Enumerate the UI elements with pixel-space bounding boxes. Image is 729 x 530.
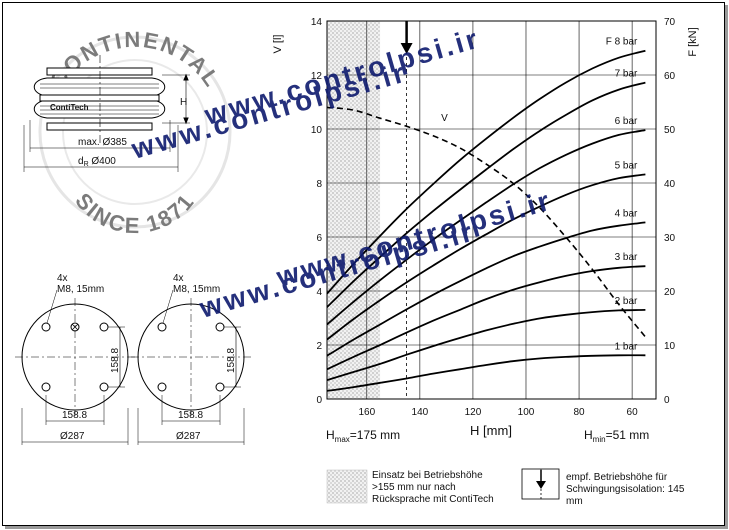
contitech-logo: ContiTech — [50, 103, 89, 112]
x-tick-label: 100 — [518, 407, 535, 418]
volume-curve-label: V — [441, 113, 448, 124]
restricted-height-region — [327, 21, 381, 399]
y-left-tick-label: 8 — [316, 179, 322, 190]
flange-left-holes-count: 4x — [57, 273, 68, 284]
flange-right-dim-diameter: Ø287 — [176, 431, 201, 442]
chart-series: 1 bar 2 bar 3 bar 4 bar 5 bar 6 bar 7 bar F 8 b… — [326, 37, 647, 392]
y-right-tick-label: 70 — [664, 17, 676, 28]
y-right-tick-label: 10 — [664, 341, 676, 352]
x-tick-label: 160 — [358, 407, 375, 418]
svg-text:SINCE 1871: SINCE 1871 — [70, 188, 199, 238]
y-left-tick-label: 4 — [316, 287, 322, 298]
legend-hatch-line-1: Einsatz bei Betriebshöhe — [372, 470, 483, 481]
air-spring-side-view — [23, 55, 190, 172]
legend-hatch-line-2: >155 mm nur nach — [372, 482, 456, 493]
height-label: H — [180, 97, 187, 108]
y-right-tick-label: 30 — [664, 233, 676, 244]
force-curve-2 — [326, 309, 646, 381]
force-curve-label-1: 1 bar — [615, 341, 638, 352]
y-right-tick-label: 50 — [664, 125, 676, 136]
force-curve-4 — [326, 221, 646, 357]
force-curve-label-6: 6 bar — [615, 116, 638, 127]
flange-right-holes-count: 4x — [173, 273, 184, 284]
x-tick-label: 140 — [412, 407, 429, 418]
force-curve-1 — [326, 354, 646, 392]
x-axis-label: H [mm] — [470, 423, 512, 438]
y-left-tick-label: 10 — [311, 125, 323, 136]
force-curve-label-4: 4 bar — [615, 208, 638, 219]
y-right-tick-label: 0 — [664, 395, 670, 406]
flange-view-right — [131, 289, 251, 445]
force-curve-3 — [326, 265, 646, 371]
y-right-tick-label: 20 — [664, 287, 676, 298]
force-curve-label-2: 2 bar — [615, 296, 638, 307]
hmax-label: Hmax=175 mm — [326, 428, 400, 444]
y-left-tick-label: 2 — [316, 341, 322, 352]
flange-left-dim-diameter: Ø287 — [60, 431, 85, 442]
y-right-tick-label: 40 — [664, 179, 676, 190]
legend-arrow-line-1: empf. Betriebshöhe für — [566, 472, 668, 483]
y-axis-left-label: V [l] — [272, 35, 284, 54]
flange-view-left — [15, 289, 135, 445]
plot-frame — [326, 20, 657, 400]
flange-right-dim-horizontal: 158.8 — [178, 410, 203, 421]
y-left-tick-label: 0 — [316, 395, 322, 406]
hmin-label: Hmin=51 mm — [584, 428, 649, 444]
flange-right-holes-thread: M8, 15mm — [173, 284, 220, 295]
legend-arrow-line-3: mm — [566, 496, 583, 507]
force-curve-label-8: F 8 bar — [606, 37, 638, 48]
flange-left-holes-thread: M8, 15mm — [57, 284, 104, 295]
y-right-tick-label: 60 — [664, 71, 676, 82]
recommended-height-arrowhead — [400, 43, 413, 54]
legend-arrow-line-2: Schwingungsisolation: 145 — [566, 484, 685, 495]
dr-diameter-label: dR Ø400 — [78, 156, 116, 168]
y-left-tick-label: 6 — [316, 233, 322, 244]
flange-left-dim-horizontal: 158.8 — [62, 410, 87, 421]
x-tick-label: 60 — [627, 407, 639, 418]
force-curve-5 — [326, 173, 646, 341]
force-curve-7 — [326, 81, 646, 308]
y-left-tick-label: 14 — [311, 17, 323, 28]
chart-legend: Einsatz bei Betriebshöhe >155 mm nur nac… — [326, 468, 685, 507]
legend-hatch-line-3: Rücksprache mit ContiTech — [372, 494, 494, 505]
chart-grid — [327, 21, 656, 399]
force-curve-label-7: 7 bar — [615, 69, 638, 80]
volume-curve — [326, 106, 647, 338]
legend-hatch-swatch — [326, 469, 368, 504]
y-left-tick-label: 12 — [311, 71, 323, 82]
flange-left-dim-vertical: 158.8 — [110, 348, 121, 373]
force-curve-8 — [326, 49, 646, 295]
force-curve-label-5: 5 bar — [615, 160, 638, 171]
flange-right-dim-vertical: 158.8 — [226, 348, 237, 373]
max-diameter-label: max. Ø385 — [78, 137, 127, 148]
legend-arrowhead-icon — [536, 481, 546, 489]
y-axis-right-label: F [kN] — [687, 27, 699, 56]
force-curve-label-3: 3 bar — [615, 252, 638, 263]
x-tick-label: 120 — [465, 407, 482, 418]
x-tick-label: 80 — [573, 407, 585, 418]
force-curve-6 — [326, 129, 646, 326]
